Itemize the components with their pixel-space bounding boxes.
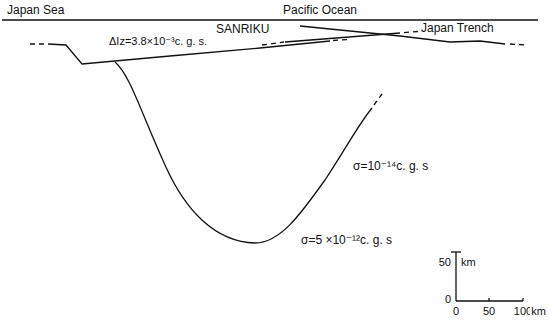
conductivity-contour (115, 62, 372, 243)
conductivity-value: σ=5 ×10⁻¹²c. g. s (300, 234, 393, 247)
ocean-floor-dashed (510, 44, 528, 45)
sea-surface (2, 19, 538, 20)
scale-number: 50 (482, 305, 496, 318)
conductivity-value: σ=10⁻¹⁴c. g. s (352, 160, 429, 173)
region-name: SANRIKU (215, 23, 270, 36)
scale-number: 0 (444, 293, 452, 306)
region-name: Japan Sea (6, 4, 65, 17)
conductivity-contour-dashed (374, 94, 382, 105)
scale-tick (488, 298, 489, 301)
slab-line-dashed (404, 32, 418, 33)
scale-bar-vertical (455, 252, 456, 301)
scale-unit: km (460, 256, 477, 269)
anomaly-line-dashed (30, 43, 48, 44)
slab-line (285, 33, 400, 42)
scale-unit: km (530, 305, 547, 318)
anomaly-line-dashed (333, 40, 348, 41)
slab-line-dashed (262, 42, 284, 45)
scale-number: 0 (452, 305, 460, 318)
scale-tick (522, 298, 523, 301)
scale-tick (451, 251, 461, 252)
region-name: Japan Trench (420, 22, 495, 35)
anomaly-value: ΔIz=3.8×10⁻³c. g. s. (108, 35, 208, 48)
scale-number: 50 (438, 256, 452, 269)
region-name: Pacific Ocean (282, 4, 358, 17)
